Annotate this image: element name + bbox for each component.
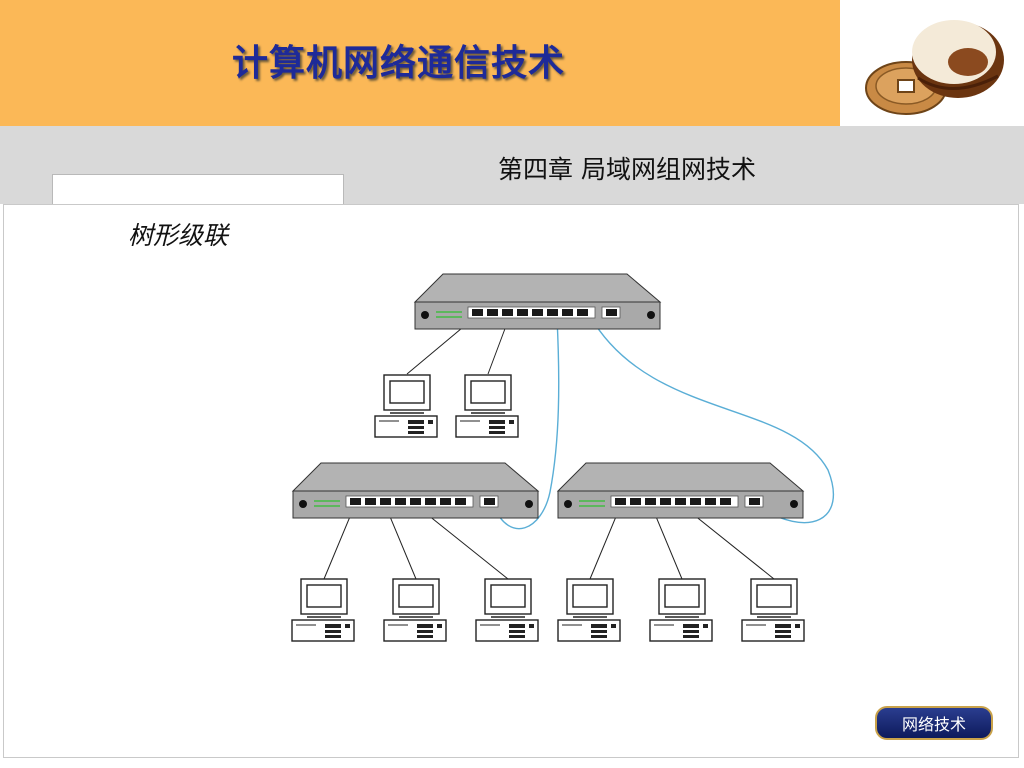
logo-area — [840, 0, 1024, 126]
computer-right-2 — [649, 578, 713, 642]
page-title: 计算机网络通信技术 — [232, 43, 566, 84]
computer-right-3 — [741, 578, 805, 642]
coin-and-bun-logo-icon — [865, 20, 1004, 115]
computer-top-2 — [455, 374, 519, 438]
badge-label: 网络技术 — [901, 715, 966, 734]
header-band — [0, 0, 840, 126]
cable-left-pc2 — [385, 506, 417, 580]
cable-right-pc2 — [651, 506, 683, 580]
computer-top-1 — [374, 374, 438, 438]
computer-left-1 — [291, 578, 355, 642]
computer-left-2 — [383, 578, 447, 642]
section-title: 树形级联 — [128, 221, 229, 250]
network-tech-badge[interactable]: 网络技术 — [875, 706, 993, 740]
cable-left-pc3 — [417, 506, 509, 580]
right-switch — [557, 462, 804, 519]
cable-left-pc1 — [323, 506, 355, 580]
cable-right-pc1 — [589, 506, 621, 580]
left-switch — [292, 462, 539, 519]
uplink-cable-right — [589, 315, 834, 524]
cable-right-pc3 — [683, 506, 775, 580]
computer-right-1 — [557, 578, 621, 642]
top-switch — [414, 273, 661, 330]
uplink-cable-left — [492, 317, 560, 530]
chapter-title: 第四章 局域网组网技术 — [498, 155, 756, 184]
section-tab — [52, 174, 344, 207]
computer-left-3 — [475, 578, 539, 642]
